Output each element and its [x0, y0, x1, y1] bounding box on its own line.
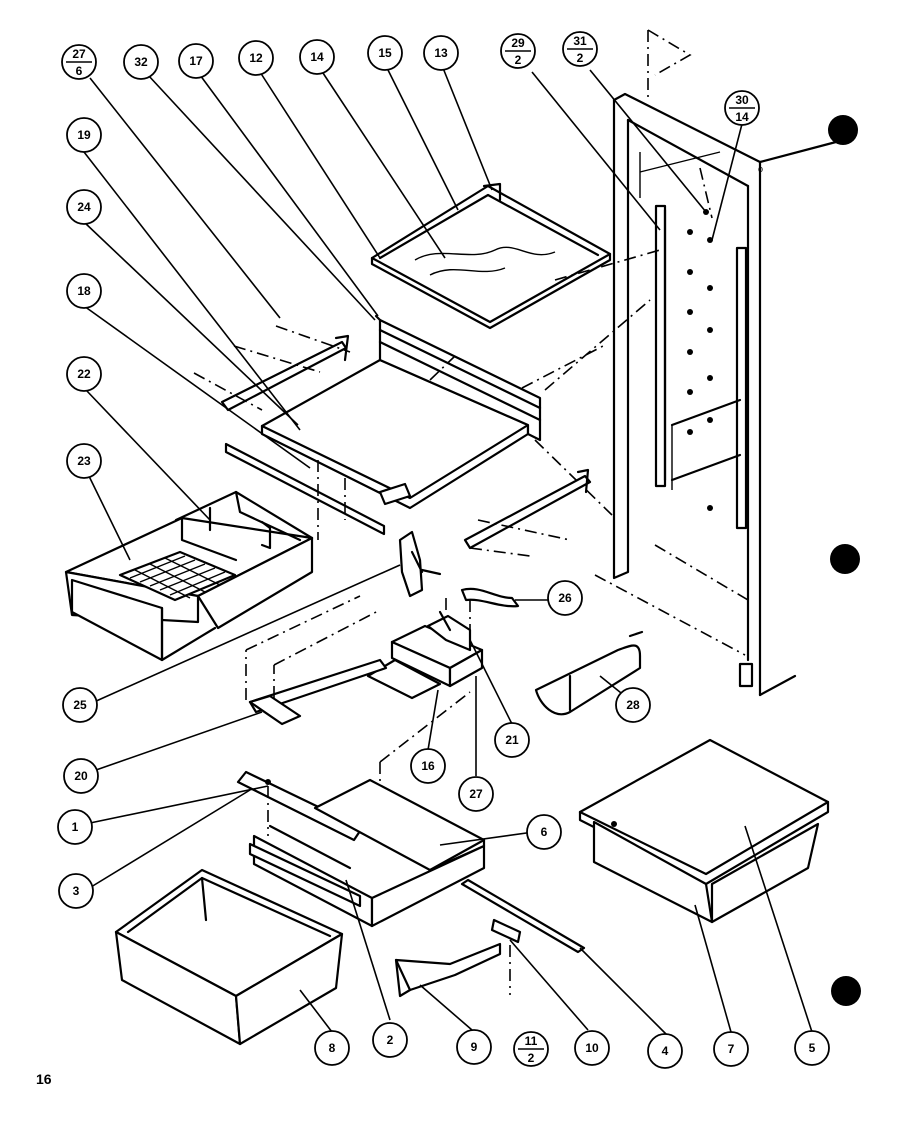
callout-9: 9 — [456, 1029, 492, 1065]
svg-text:28: 28 — [626, 698, 640, 712]
deli-drawer — [578, 738, 830, 924]
svg-text:5: 5 — [809, 1041, 816, 1055]
svg-text:16: 16 — [421, 759, 435, 773]
callout-8: 8 — [314, 1030, 350, 1066]
svg-text:10: 10 — [585, 1041, 599, 1055]
svg-text:24: 24 — [77, 200, 91, 214]
svg-text:18: 18 — [77, 284, 91, 298]
callout-17: 17 — [178, 43, 214, 79]
svg-text:2: 2 — [515, 53, 522, 67]
callout-18: 18 — [66, 273, 102, 309]
callout-24: 24 — [66, 189, 102, 225]
callout-26: 26 — [547, 580, 583, 616]
meat-keeper-drawer — [64, 490, 314, 662]
svg-text:2: 2 — [387, 1033, 394, 1047]
callout-21: 21 — [494, 722, 530, 758]
callout-7: 7 — [713, 1031, 749, 1067]
svg-text:3: 3 — [73, 884, 80, 898]
svg-text:32: 32 — [134, 55, 148, 69]
cabinet-liner: o — [594, 29, 838, 697]
svg-text:4: 4 — [662, 1044, 669, 1058]
svg-text:6: 6 — [541, 825, 548, 839]
page-number: 16 — [36, 1071, 52, 1087]
glass-shelf-assembly — [370, 182, 612, 330]
callout-14: 14 — [299, 39, 335, 75]
callout-32: 32 — [123, 44, 159, 80]
svg-text:17: 17 — [189, 54, 203, 68]
crisper-pan — [114, 868, 344, 1046]
callout-16: 16 — [410, 748, 446, 784]
svg-text:11: 11 — [525, 1034, 538, 1048]
svg-text:2: 2 — [528, 1051, 535, 1065]
callout-15: 15 — [367, 35, 403, 71]
svg-text:12: 12 — [249, 51, 263, 65]
callout-27: 27 — [458, 776, 494, 812]
svg-text:o: o — [758, 164, 763, 174]
svg-text:25: 25 — [73, 698, 87, 712]
callout-29-over-2: 292 — [500, 33, 536, 69]
svg-text:9: 9 — [471, 1040, 478, 1054]
registration-dot — [830, 544, 860, 574]
registration-dot — [831, 976, 861, 1006]
callout-1: 1 — [57, 809, 93, 845]
callouts: 32 17 12 14 15 13 19 24 18 22 23 26 25 2… — [57, 35, 830, 1069]
callout-27-over-6: 276 — [61, 44, 97, 80]
crisper-grid — [129, 555, 226, 599]
svg-text:19: 19 — [77, 128, 91, 142]
svg-text:6: 6 — [76, 64, 83, 78]
svg-text:22: 22 — [77, 367, 91, 381]
svg-text:27: 27 — [72, 47, 86, 61]
callout-22: 22 — [66, 356, 102, 392]
callout-28: 28 — [615, 687, 651, 723]
callout-13: 13 — [423, 35, 459, 71]
svg-text:29: 29 — [511, 36, 525, 50]
callout-4: 4 — [647, 1033, 683, 1069]
svg-text:13: 13 — [434, 46, 448, 60]
callout-20: 20 — [63, 758, 99, 794]
svg-text:2: 2 — [577, 51, 584, 65]
svg-text:30: 30 — [735, 93, 749, 107]
svg-text:15: 15 — [378, 46, 392, 60]
callout-31-over-2: 312 — [562, 31, 598, 67]
registration-dot — [828, 115, 858, 145]
callout-3: 3 — [58, 873, 94, 909]
leader-lines — [83, 67, 813, 1036]
svg-text:21: 21 — [505, 733, 519, 747]
crisper-cover — [236, 770, 486, 928]
callout-12: 12 — [238, 40, 274, 76]
svg-text:14: 14 — [310, 50, 324, 64]
slide-rail-and-bracket — [394, 878, 586, 998]
callout-6: 6 — [526, 814, 562, 850]
callout-11-over-2: 112 — [513, 1031, 549, 1067]
control-assembly — [245, 460, 520, 800]
svg-text:7: 7 — [728, 1042, 735, 1056]
callout-10: 10 — [574, 1030, 610, 1066]
svg-text:8: 8 — [329, 1041, 336, 1055]
callout-19: 19 — [66, 117, 102, 153]
callout-2: 2 — [372, 1022, 408, 1058]
svg-text:20: 20 — [74, 769, 88, 783]
svg-text:14: 14 — [735, 110, 749, 124]
callout-5: 5 — [794, 1030, 830, 1066]
svg-text:31: 31 — [573, 34, 587, 48]
svg-text:27: 27 — [469, 787, 483, 801]
callout-23: 23 — [66, 443, 102, 479]
svg-text:23: 23 — [77, 454, 91, 468]
slide-out-shelf — [260, 249, 661, 516]
svg-text:26: 26 — [558, 591, 572, 605]
callout-25: 25 — [62, 687, 98, 723]
svg-text:1: 1 — [72, 820, 79, 834]
dairy-door-cover — [534, 630, 644, 716]
